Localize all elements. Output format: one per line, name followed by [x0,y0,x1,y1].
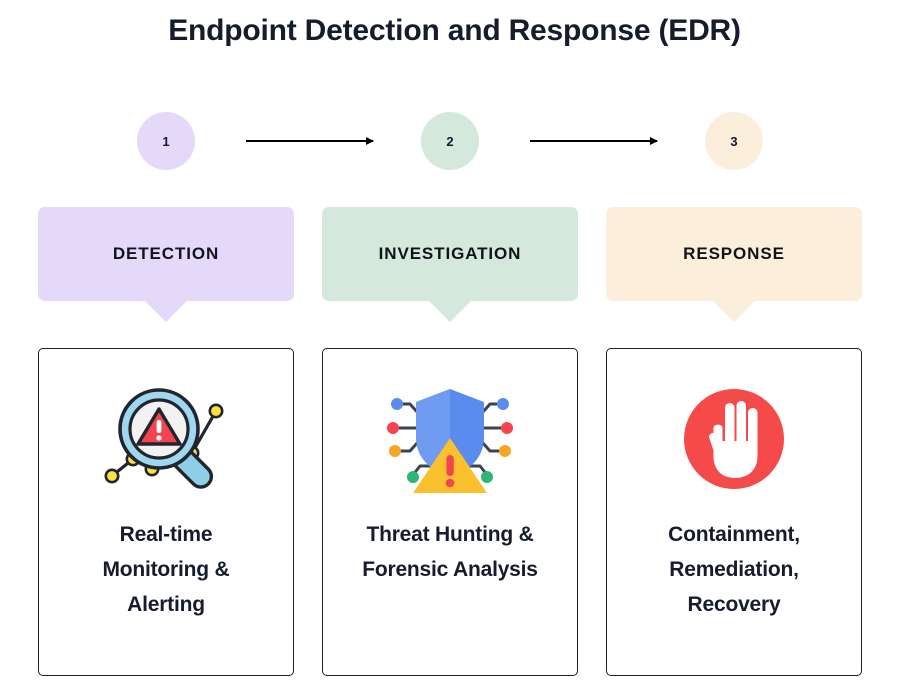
step-circle-1[interactable]: 1 [137,112,195,170]
stop-hand-icon [668,381,800,501]
stage-card-detection[interactable]: Real-time Monitoring & Alerting [38,348,294,676]
stage-label: INVESTIGATION [378,244,522,263]
arrow-step1-to-step2 [246,136,374,145]
card-text-line: Threat Hunting & [366,523,534,546]
banner-body: INVESTIGATION [322,207,578,301]
banner-tail [712,300,756,322]
arrow-line [246,140,373,142]
banner-tail [144,300,188,322]
arrow-line [530,140,657,142]
stage-card-text: Containment, Remediation, Recovery [621,517,847,622]
stage-card-text: Threat Hunting & Forensic Analysis [337,517,563,587]
stage-banner-detection[interactable]: DETECTION [38,207,294,322]
steps-row: 1 2 3 [0,112,909,170]
card-text-line: Alerting [127,593,205,616]
magnifier-alert-icon [100,381,232,501]
page-title: Endpoint Detection and Response (EDR) [168,14,741,47]
stage-cards: Real-time Monitoring & Alerting [0,348,909,678]
stage-label: DETECTION [112,244,220,263]
banner-body: RESPONSE [606,207,862,301]
card-text-line: Containment, [668,523,800,546]
stage-banners: DETECTION INVESTIGATION RESPONSE [0,207,909,323]
stage-card-text: Real-time Monitoring & Alerting [53,517,279,622]
card-text-line: Remediation, [669,558,799,581]
card-text-line: Monitoring & [102,558,230,581]
banner-body: DETECTION [38,207,294,301]
step-number-3: 3 [730,133,738,149]
arrow-head-icon [650,136,658,145]
card-text-line: Real-time [119,523,213,546]
banner-tail [428,300,472,322]
stage-card-response[interactable]: Containment, Remediation, Recovery [606,348,862,676]
arrow-head-icon [366,136,374,145]
step-number-2: 2 [446,133,454,149]
shield-circuit-alert-icon [384,381,516,501]
step-circle-3[interactable]: 3 [705,112,763,170]
card-text-line: Recovery [687,593,781,616]
stage-label: RESPONSE [683,244,785,263]
step-circle-2[interactable]: 2 [421,112,479,170]
stage-banner-response[interactable]: RESPONSE [606,207,862,322]
step-number-1: 1 [162,133,170,149]
arrow-step2-to-step3 [530,136,658,145]
card-text-line: Forensic Analysis [362,558,538,581]
stage-card-investigation[interactable]: Threat Hunting & Forensic Analysis [322,348,578,676]
stage-banner-investigation[interactable]: INVESTIGATION [322,207,578,322]
